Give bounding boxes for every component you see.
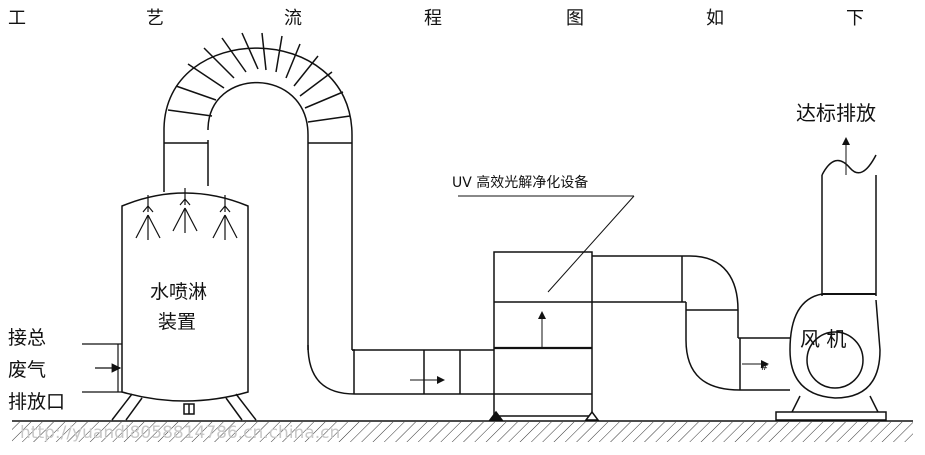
title-char-7: 下: [846, 8, 864, 29]
spray-tower-label-line1: 水喷淋: [150, 281, 207, 303]
arch-duct: [163, 32, 356, 395]
inlet-label-line3: 排放口: [8, 391, 65, 413]
spray-tower: [111, 192, 257, 421]
fan: [775, 137, 887, 421]
inlet-pipe: [82, 343, 122, 393]
spray-tower-label-line2: 装置: [158, 311, 196, 333]
horizontal-duct: [352, 349, 494, 395]
ground: [12, 420, 913, 442]
inlet-label-line2: 废气: [8, 359, 46, 381]
title-char-1: 工: [8, 8, 26, 29]
uv-device-label: UV 高效光解净化设备: [452, 174, 588, 191]
uv-device: [458, 195, 635, 421]
spray-nozzles: [135, 188, 238, 240]
watermark: http://yuandi8058814786.cn.china.cn: [20, 423, 340, 443]
diagram-title: 工 艺 流 程 图 如 下: [0, 2, 925, 29]
uv-to-fan-duct: #: [592, 255, 790, 391]
svg-text:#: #: [760, 362, 768, 373]
inlet-label-line1: 接总: [8, 327, 46, 349]
title-char-6: 如: [706, 8, 724, 29]
title-char-2: 艺: [146, 8, 164, 29]
fan-label: 风 机: [800, 327, 846, 351]
title-char-3: 流: [284, 8, 302, 29]
title-char-5: 图: [566, 8, 584, 29]
title-char-4: 程: [424, 8, 442, 29]
discharge-label: 达标排放: [796, 101, 876, 125]
